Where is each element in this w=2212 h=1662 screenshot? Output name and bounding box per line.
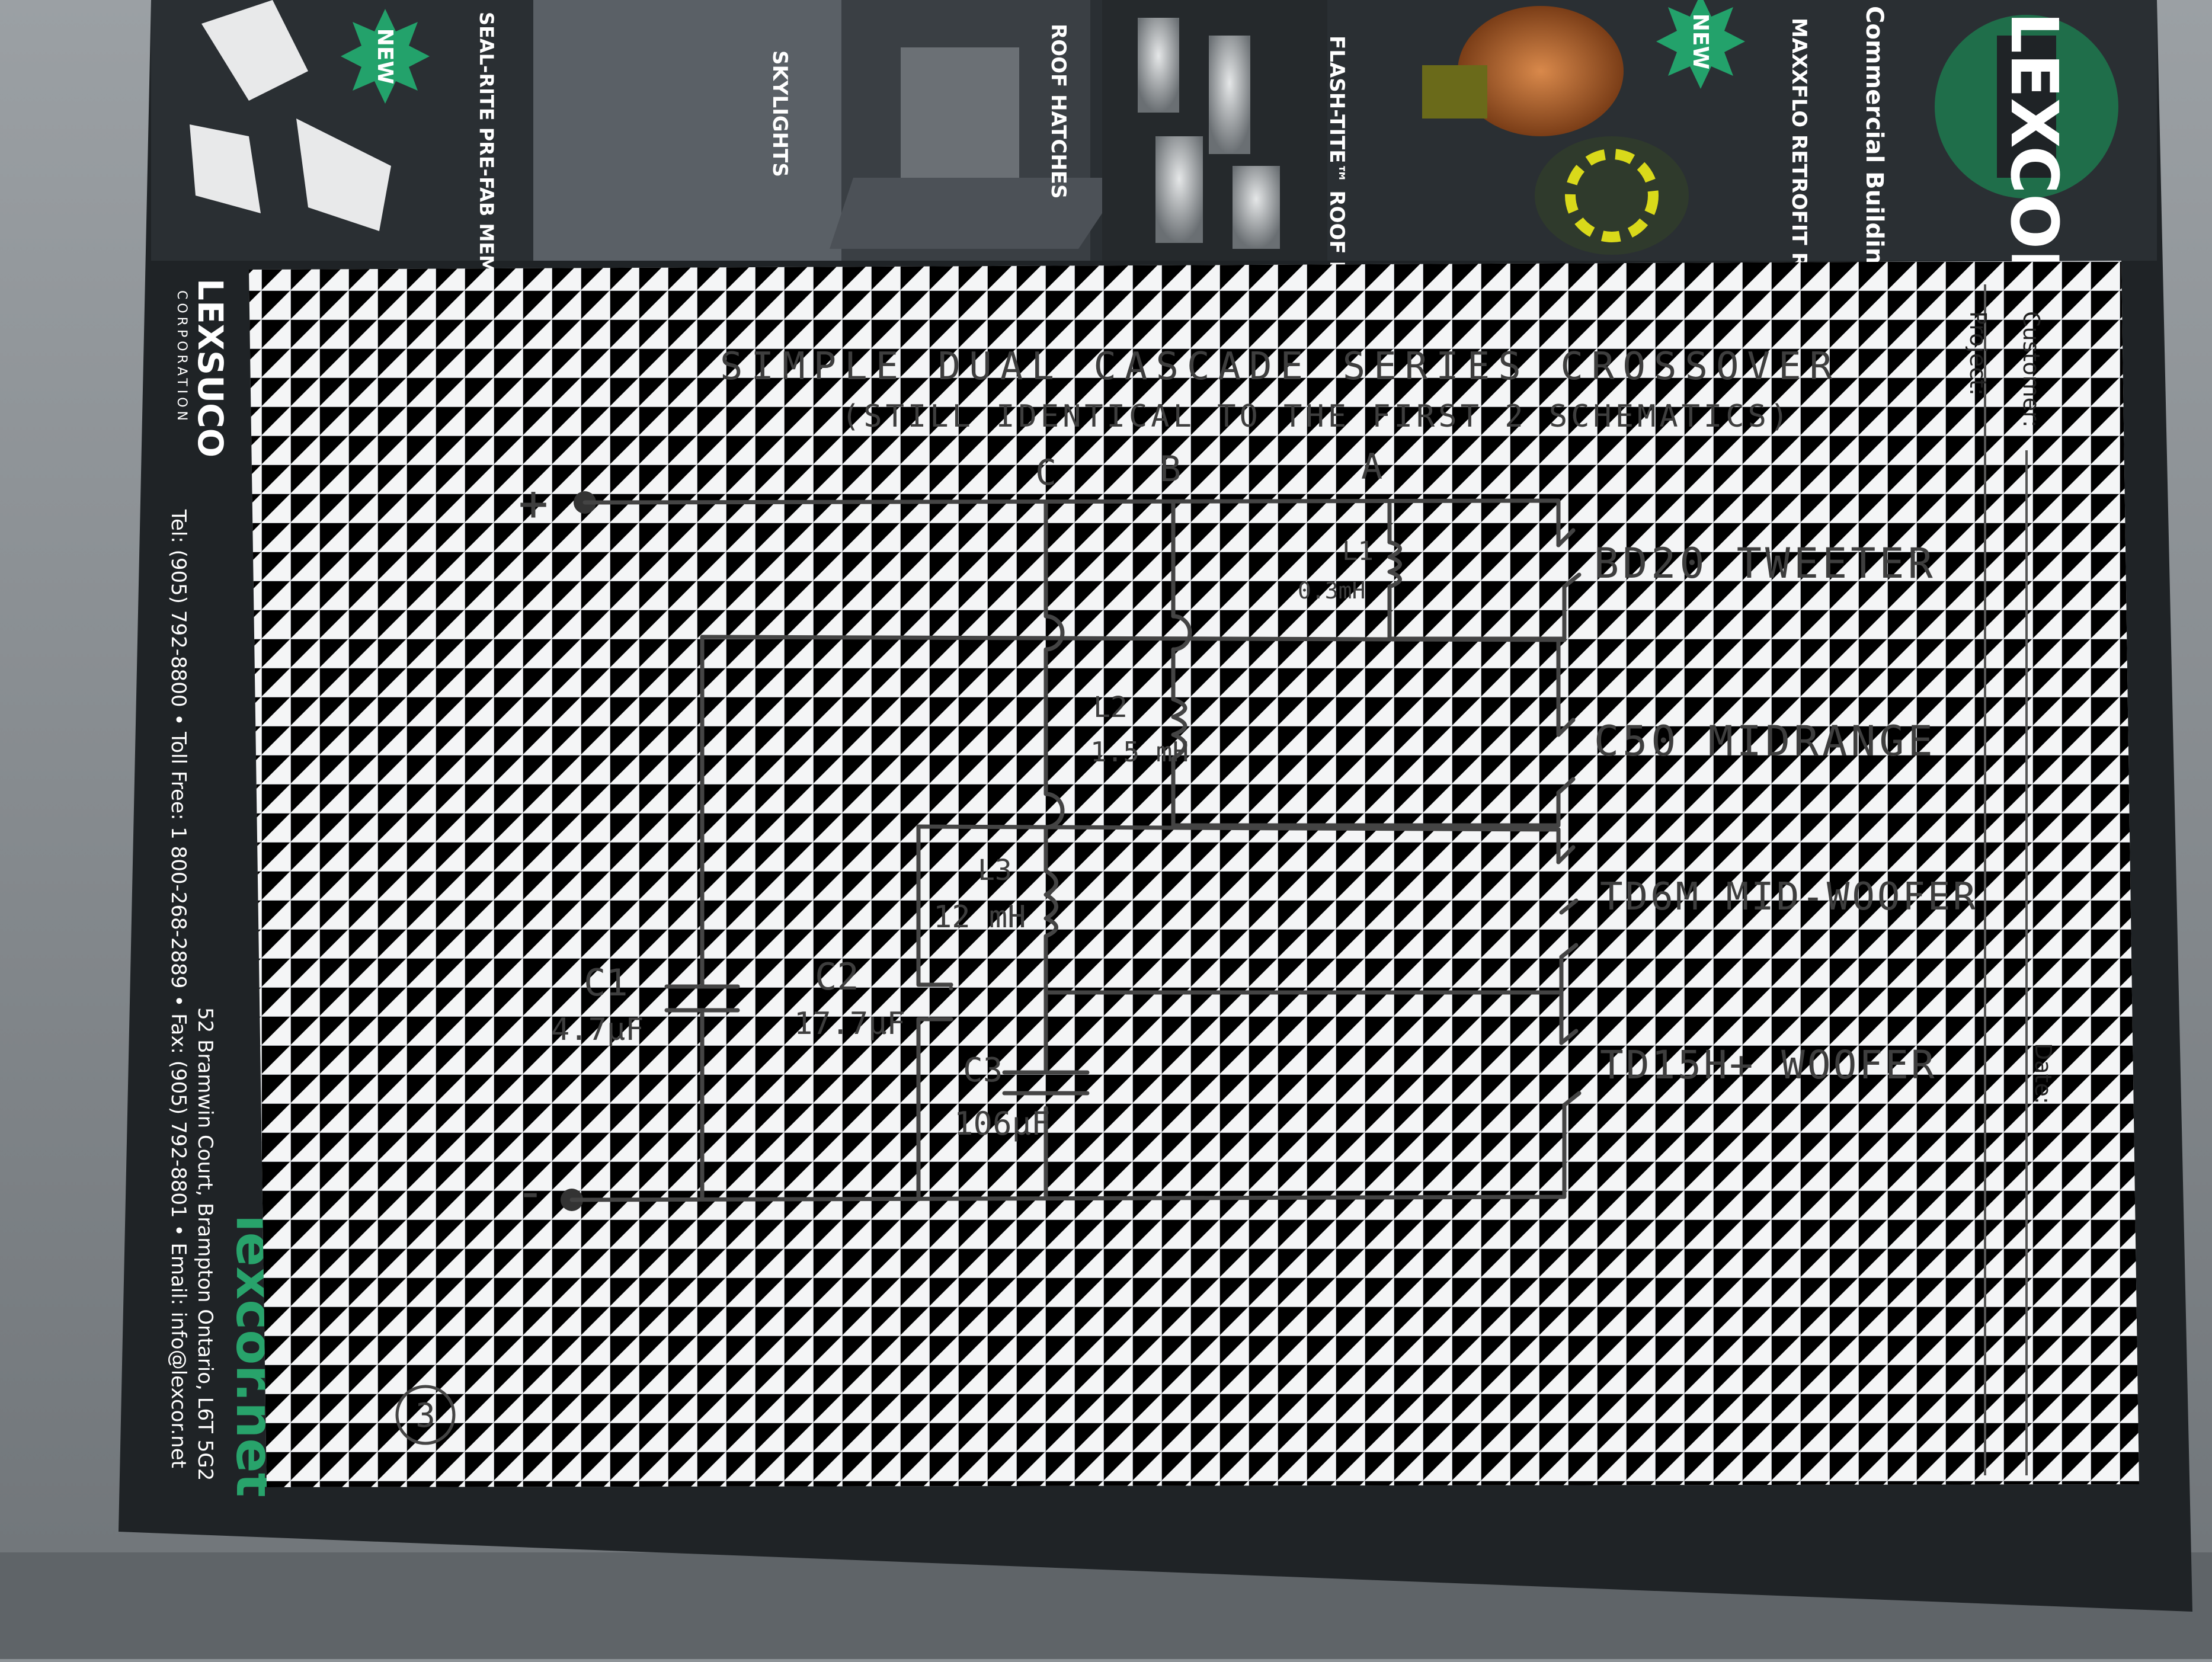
c3-ref: C3 [963, 1051, 1003, 1090]
product-strip: NEW NEW MAXXFLO RETROFIT ROOF DRAIN SEAL… [151, 0, 2157, 474]
schematic-wires [569, 498, 1567, 1202]
inductor-l1 [1387, 540, 1402, 589]
c1-value: 4.7μF [551, 1012, 644, 1048]
node-label-b: B [1160, 449, 1181, 490]
prefab-flashing-icon [190, 124, 261, 213]
new-badge-text: NEW [373, 28, 397, 84]
panel-label-roof-hatches: ROOF HATCHES [1046, 24, 1070, 199]
prefab-flashing-icon [201, 0, 308, 101]
graph-grid [249, 261, 2139, 1487]
lexsuco-logo: LEXSUCO [190, 278, 231, 457]
panel-label-skylights: SKYLIGHTS [768, 50, 792, 177]
c3-value: 106μF [954, 1105, 1051, 1142]
diagram-title: SIMPLE DUAL CASCADE SERIES CROSSOVER [720, 345, 1840, 389]
lexsuco-suffix: CORPORATION [174, 290, 189, 424]
flashing-cone-icon [1209, 36, 1250, 154]
l1-value: 0.3mH [1298, 578, 1365, 604]
capacitor-c3 [1002, 1070, 1090, 1096]
l3-ref: L3 [978, 854, 1012, 887]
negative-terminal-label: - [516, 1163, 546, 1221]
inductor-l2 [1171, 697, 1187, 761]
diagram-subtitle: (STILL IDENTICAL TO THE FIRST 2 SCHEMATI… [841, 399, 1792, 434]
node-label-c: C [1035, 452, 1057, 494]
c1-ref: C1 [584, 961, 628, 1004]
driver-label-woofer: TD15H+ WOOFER [1600, 1042, 1937, 1088]
lexcor-logo: LEXCOR Commercial Building Products [1861, 6, 2118, 408]
driver-label-midrange: C50 MIDRANGE [1594, 717, 1936, 766]
new-badge-icon: NEW [341, 9, 430, 104]
l1-ref: L1 [1342, 536, 1374, 566]
l3-value: 12 mH [933, 899, 1026, 935]
c2-ref: C2 [815, 955, 859, 998]
driver-labels: BD20 TWEETER C50 MIDRANGE TD6M MID-WOOFE… [1594, 539, 1978, 1088]
contact-line: Tel: (905) 792-8800 • Toll Free: 1 800-2… [167, 509, 190, 1468]
l2-value: 1.5 mH [1090, 736, 1189, 768]
inductor-l3 [1043, 869, 1058, 939]
flashing-cone-icon [1138, 18, 1179, 113]
component-labels: L1 0.3mH L2 1.5 mH L3 12 mH C1 4.7μF C2 … [551, 536, 1374, 1142]
address-line: 52 Bramwin Court, Brampton Ontario, L6T … [193, 1007, 217, 1481]
drain-seal-icon [1535, 136, 1689, 255]
brand-name: LEXCOR [1996, 12, 2072, 299]
customer-label: Customer: [2018, 311, 2044, 428]
new-badge-text: NEW [1688, 14, 1712, 69]
page-number: 3 [415, 1397, 436, 1435]
c2-value: 17.7μF [794, 1006, 905, 1042]
capacitor-c1 [664, 972, 740, 1020]
driver-terminals [1556, 528, 1582, 1107]
driver-label-tweeter: BD20 TWEETER [1594, 539, 1936, 588]
node-label-a: A [1361, 446, 1382, 488]
prefab-flashing-icon [296, 119, 391, 231]
positive-terminal-label: + [518, 474, 549, 532]
form-fields: Customer: Project: Date: [1965, 284, 2056, 1475]
roof-drain-icon [1458, 6, 1624, 136]
new-badge-icon: NEW [1656, 0, 1745, 89]
driver-label-mid-woofer: TD6M MID-WOOFER [1600, 875, 1978, 919]
flashing-cone-icon [1233, 166, 1280, 249]
date-label: Date: [2030, 1043, 2056, 1104]
flashing-cone-icon [1155, 136, 1203, 243]
page-number-circle [395, 1385, 456, 1445]
project-label: Project: [1965, 311, 1991, 396]
l2-ref: L2 [1093, 691, 1128, 724]
